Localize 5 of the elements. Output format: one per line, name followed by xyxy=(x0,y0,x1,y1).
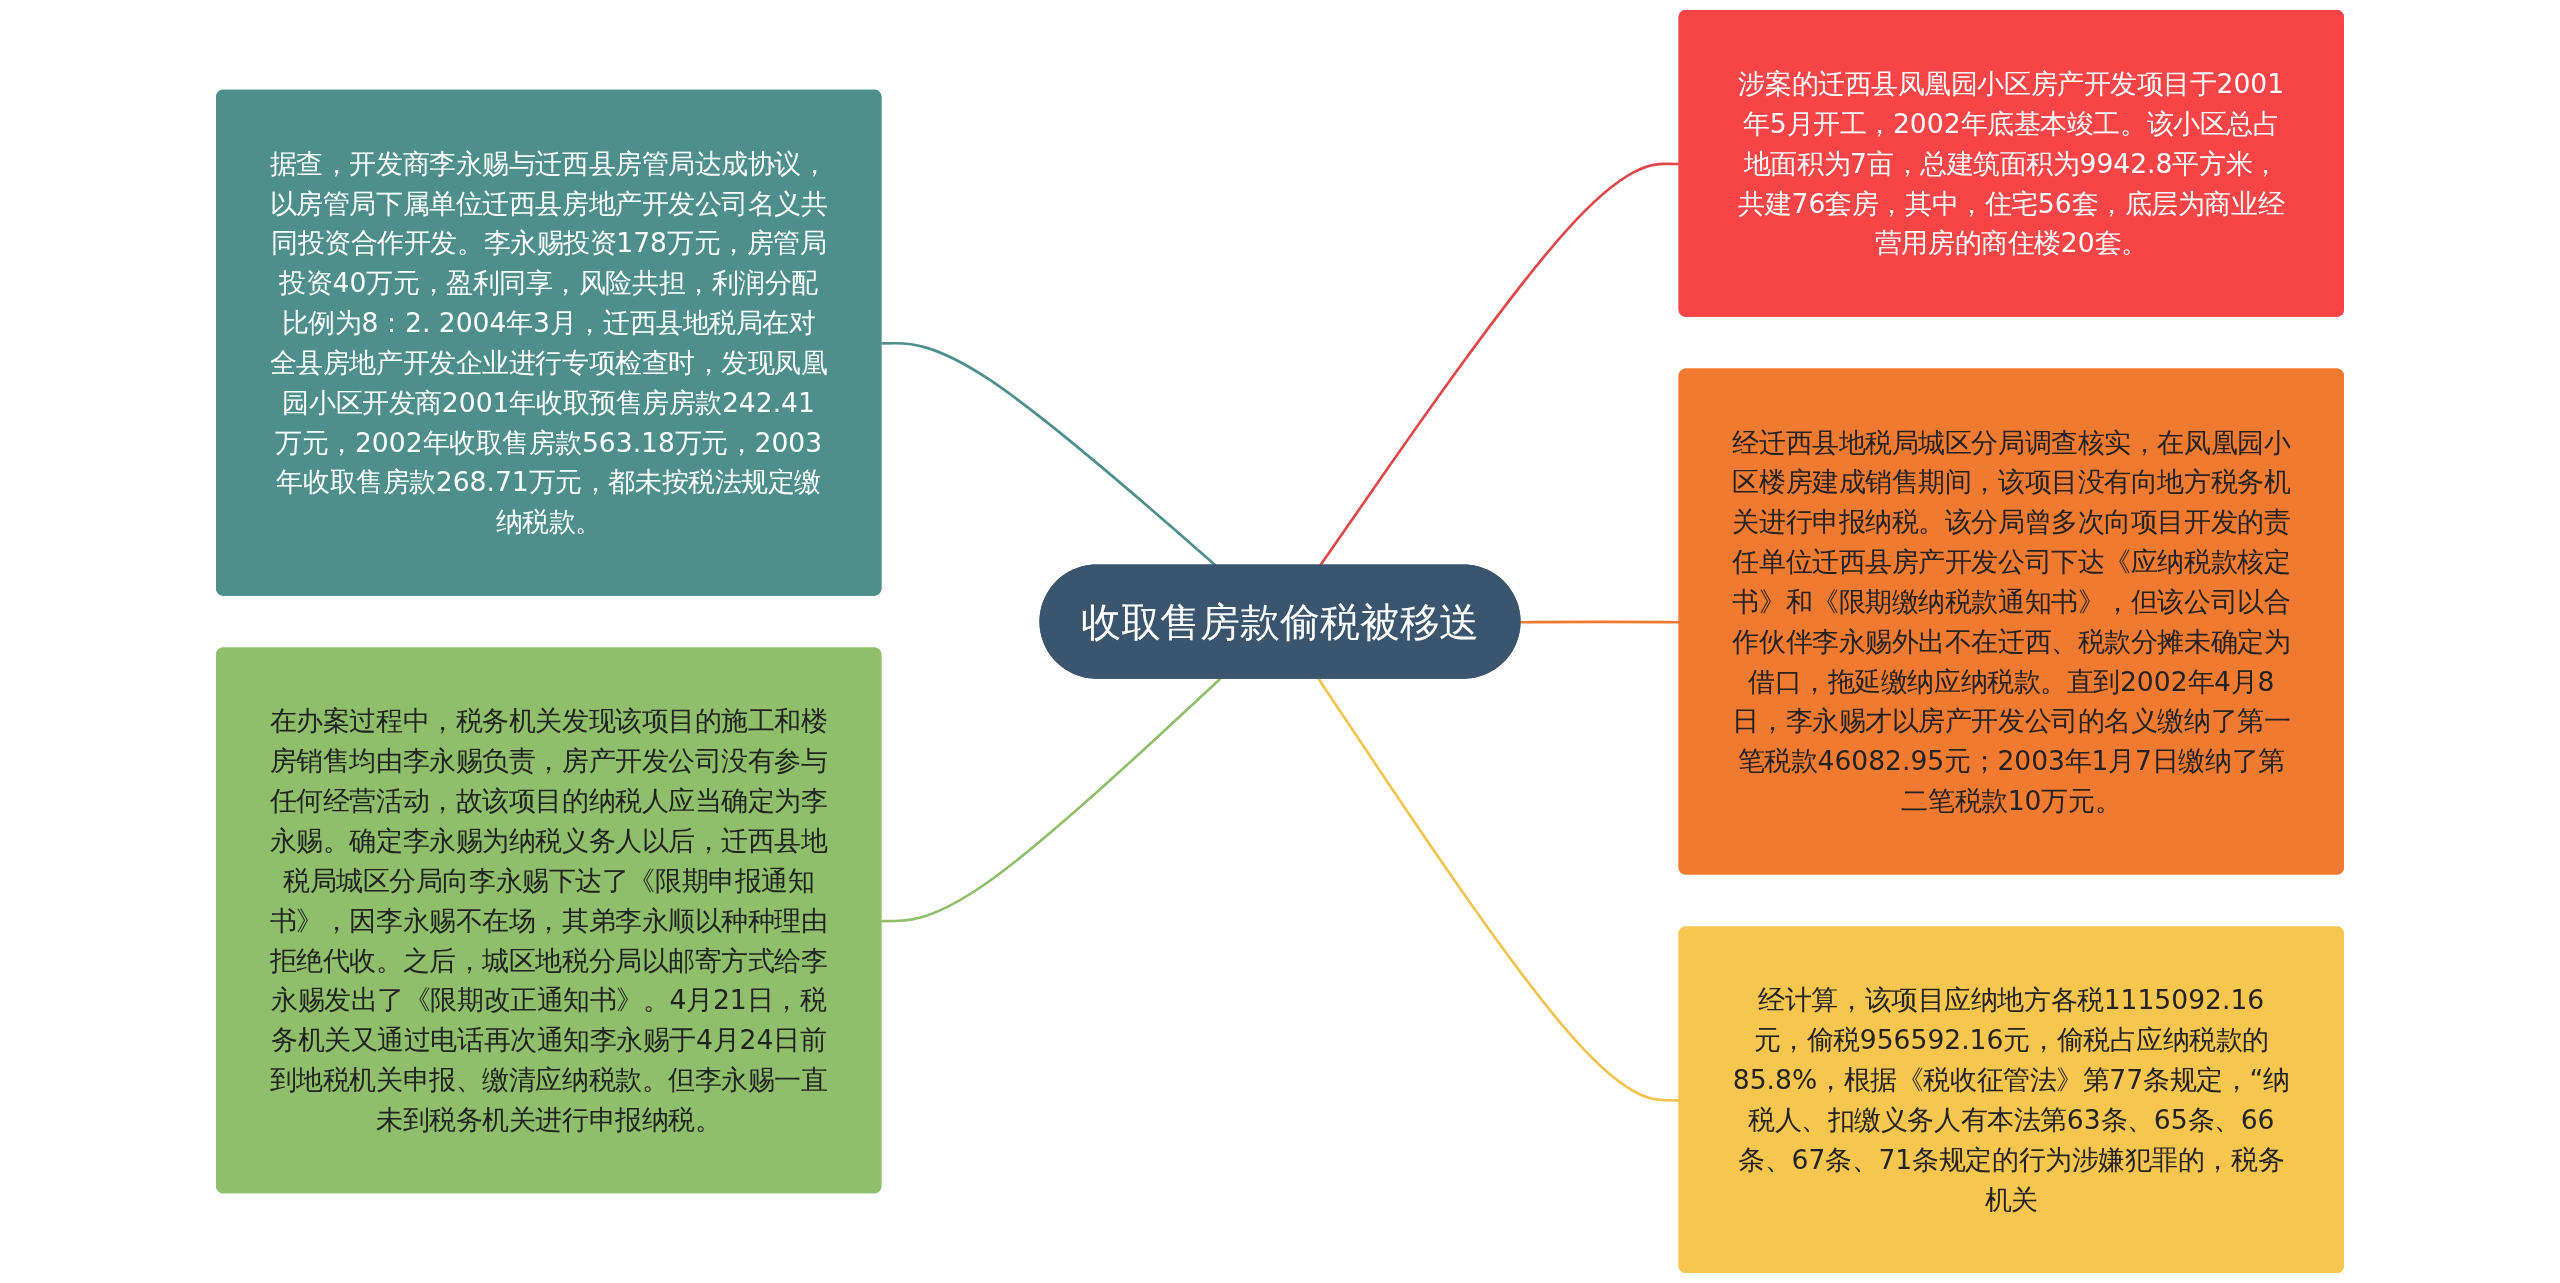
connector xyxy=(1318,162,1680,567)
connector xyxy=(1317,677,1680,1102)
connector xyxy=(1520,620,1680,624)
connector xyxy=(881,677,1222,923)
connector xyxy=(881,341,1217,567)
